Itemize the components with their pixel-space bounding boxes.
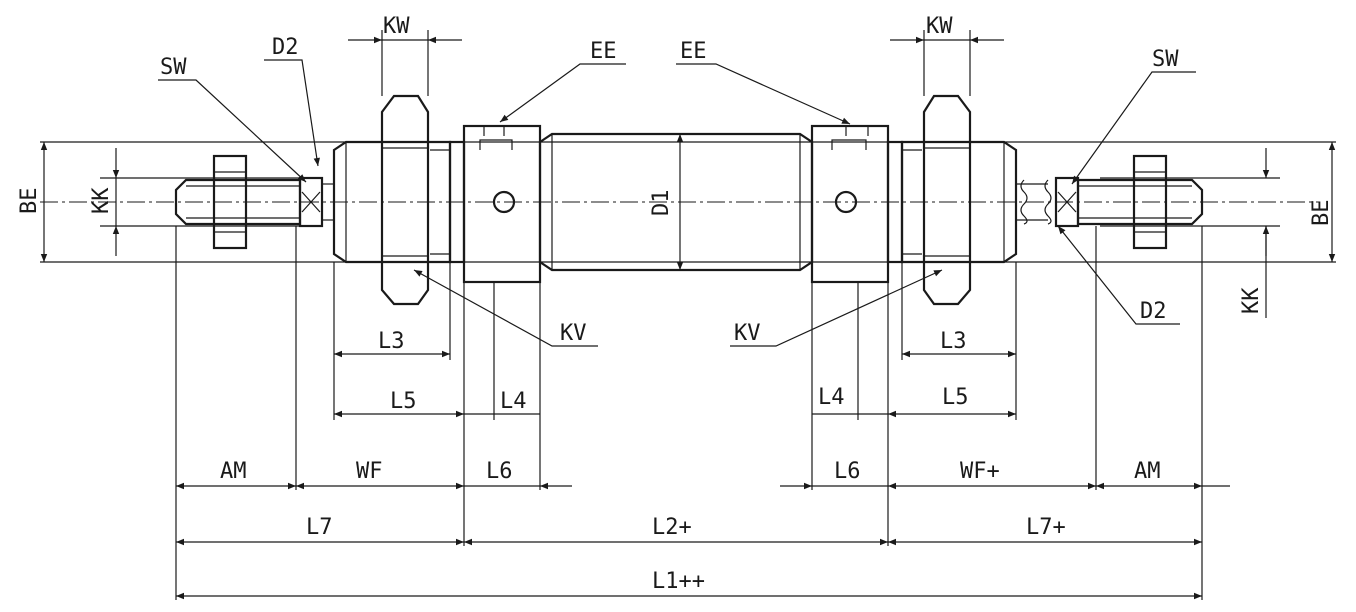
label-d1: D1 xyxy=(649,190,674,217)
label-kw-right: KW xyxy=(926,14,953,39)
label-l5-right: L5 xyxy=(942,385,969,410)
label-l6-right: L6 xyxy=(834,459,861,484)
label-kk-left: KK xyxy=(89,187,114,214)
leader-lines xyxy=(158,59,1196,347)
label-l3-right: L3 xyxy=(940,329,967,354)
label-am-left: AM xyxy=(220,459,247,484)
right-end-cap xyxy=(886,94,1018,306)
label-kv-left: KV xyxy=(560,321,587,346)
label-ee-left: EE xyxy=(590,39,617,64)
left-end-cap xyxy=(332,94,466,306)
right-rod-end xyxy=(1016,154,1204,250)
label-l3-left: L3 xyxy=(378,329,405,354)
right-port-block xyxy=(810,124,890,284)
label-l7-left: L7 xyxy=(306,515,333,540)
label-l4-left: L4 xyxy=(500,389,527,414)
label-d2-right: D2 xyxy=(1140,299,1167,324)
label-l7-right: L7+ xyxy=(1026,515,1066,540)
label-sw-left: SW xyxy=(160,55,187,80)
label-l2: L2+ xyxy=(652,515,692,540)
label-sw-right: SW xyxy=(1152,47,1179,72)
left-rod-end xyxy=(174,154,334,250)
label-kk-right: KK xyxy=(1239,287,1264,314)
label-d2-left: D2 xyxy=(272,35,299,60)
left-port-block xyxy=(462,124,542,284)
label-be-left: BE xyxy=(17,188,42,215)
label-l5-left: L5 xyxy=(390,389,417,414)
label-l4-right: L4 xyxy=(818,385,845,410)
label-be-right: BE xyxy=(1309,200,1334,227)
label-kw-left: KW xyxy=(383,14,410,39)
dimension-labels: KW KW D2 SW EE EE SW D2 BE KK D1 BE KK K… xyxy=(17,14,1334,594)
dimension-lines xyxy=(40,36,1336,600)
label-l6-left: L6 xyxy=(486,459,513,484)
label-l1: L1++ xyxy=(652,569,705,594)
label-kv-right: KV xyxy=(734,321,761,346)
label-am-right: AM xyxy=(1134,459,1161,484)
label-wf-left: WF xyxy=(356,459,383,484)
label-ee-right: EE xyxy=(680,39,707,64)
label-wf-right: WF+ xyxy=(960,459,1000,484)
